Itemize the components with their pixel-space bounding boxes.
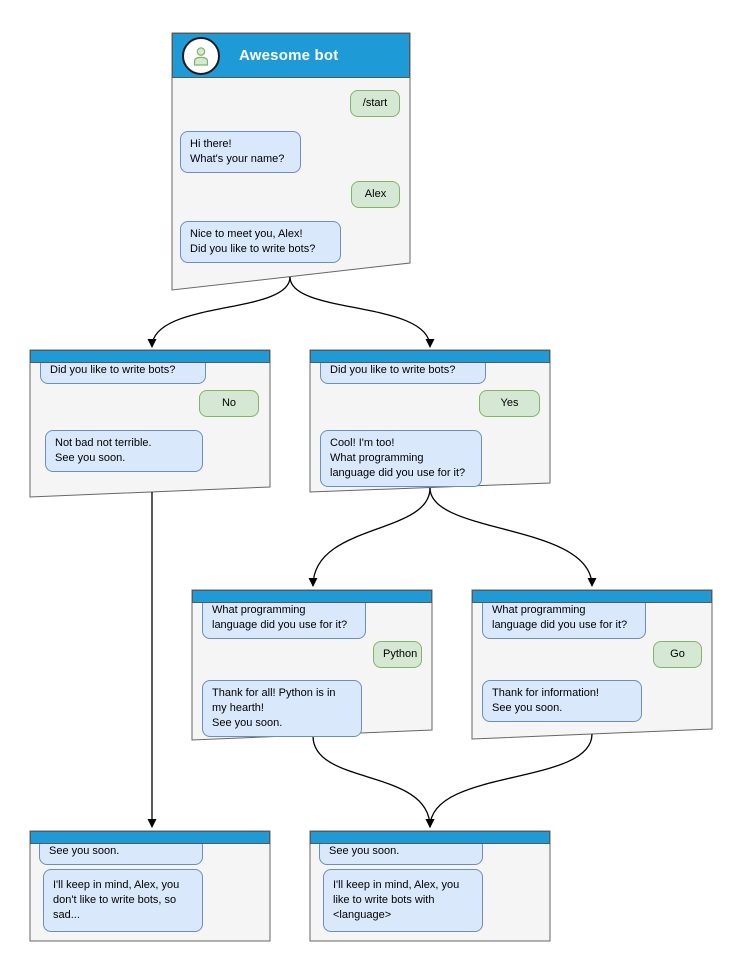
- chat-window-no-branch-header: [30, 350, 270, 363]
- bot-message-end-lang-summary: I'll keep in mind, Alex, you like to wri…: [323, 869, 483, 932]
- bot-message-question: Nice to meet you, Alex! Did you like to …: [180, 221, 341, 263]
- chat-window-yes-branch: Did you like to write bots? Yes Cool! I'…: [310, 350, 550, 492]
- chat-window-python-branch: What programming language did you use fo…: [192, 590, 432, 740]
- bot-message-language-question: What programming language did you use fo…: [482, 597, 646, 639]
- bot-message-yes-reply: Cool! I'm too! What programming language…: [320, 430, 482, 487]
- bot-name-title: Awesome bot: [239, 47, 339, 64]
- chat-window-end-lang-header: [310, 831, 550, 844]
- user-message-no: No: [199, 390, 259, 417]
- bot-message-greeting: Hi there! What's your name?: [180, 131, 301, 173]
- bot-message-go-reply: Thank for information! See you soon.: [482, 680, 642, 722]
- arrow-python-to-end: [312, 735, 435, 828]
- bot-avatar-person-icon: [193, 46, 209, 66]
- arrow-root-to-no: [147, 276, 291, 348]
- bot-avatar: [182, 36, 220, 75]
- arrow-yes-to-go: [429, 487, 597, 587]
- user-message-yes: Yes: [479, 390, 540, 417]
- chat-window-end-no-header: [30, 831, 270, 844]
- user-message-python: Python: [373, 641, 422, 668]
- chat-window-yes-branch-header: [310, 350, 550, 363]
- chat-window-python-branch-header: [192, 590, 432, 603]
- bot-message-python-reply: Thank for all! Python is in my hearth! S…: [202, 680, 362, 737]
- chat-window-end-no: See you soon. I'll keep in mind, Alex, y…: [30, 831, 270, 941]
- user-message-go: Go: [653, 641, 702, 668]
- user-message-start: /start: [350, 90, 400, 117]
- chat-window-root: Awesome bot /start Hi there! What's your…: [172, 33, 410, 290]
- chat-window-no-branch: Did you like to write bots? No Not bad n…: [30, 350, 270, 497]
- bot-message-end-no-summary: I'll keep in mind, Alex, you don't like …: [43, 869, 203, 932]
- chat-window-go-branch: What programming language did you use fo…: [472, 590, 712, 739]
- bot-message-no-reply: Not bad not terrible. See you soon.: [45, 430, 203, 472]
- arrow-yes-to-python: [308, 487, 431, 587]
- chat-window-end-lang: See you soon. I'll keep in mind, Alex, y…: [310, 831, 550, 941]
- arrow-go-to-end: [425, 733, 593, 828]
- chat-window-root-header: Awesome bot: [172, 33, 410, 78]
- chat-window-go-branch-header: [472, 590, 712, 603]
- user-message-name: Alex: [351, 181, 400, 208]
- bot-message-language-question: What programming language did you use fo…: [202, 597, 366, 639]
- arrow-root-to-yes: [289, 276, 435, 348]
